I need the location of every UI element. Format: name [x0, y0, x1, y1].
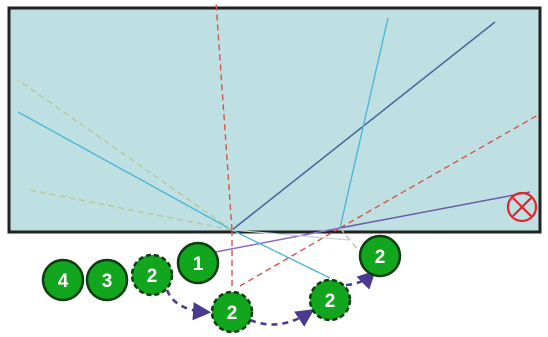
trajectory-line	[17, 111, 233, 231]
path-arrow	[345, 270, 376, 290]
ball-label: 2	[325, 291, 336, 312]
trajectory-line	[215, 1, 233, 231]
trajectory-line	[231, 229, 351, 241]
ball-2-queued[interactable]: 2	[130, 253, 174, 297]
path-arrow	[249, 309, 315, 327]
trajectory-line	[199, 227, 341, 256]
movement-path	[165, 270, 376, 327]
ball-label: 4	[58, 271, 69, 292]
ball-label: 2	[227, 303, 238, 324]
trajectory-line	[339, 17, 389, 229]
ball-1-active[interactable]: 1	[176, 241, 220, 285]
ball-3[interactable]: 3	[85, 258, 129, 302]
trajectory-line	[339, 114, 539, 229]
ball-2-path-step-1[interactable]: 2	[210, 290, 254, 334]
path-arrow	[165, 289, 212, 321]
target-x-icon[interactable]	[506, 191, 538, 223]
trajectory-line	[339, 191, 531, 229]
trajectory-line	[239, 227, 341, 287]
ball-label: 3	[102, 271, 113, 292]
trajectory-line	[231, 229, 331, 279]
ball-label: 2	[375, 247, 386, 268]
game-board[interactable]	[7, 6, 542, 234]
ball-2-path-step-3[interactable]: 2	[358, 234, 402, 278]
trajectory-line	[339, 227, 369, 263]
ball-2-path-step-2[interactable]: 2	[308, 278, 352, 322]
trajectory-lines	[17, 1, 539, 290]
ball-4[interactable]: 4	[41, 258, 85, 302]
trajectory-line	[29, 189, 233, 231]
ball-label: 1	[193, 254, 204, 275]
trajectory-line	[17, 79, 233, 231]
ball-label: 2	[147, 266, 158, 287]
